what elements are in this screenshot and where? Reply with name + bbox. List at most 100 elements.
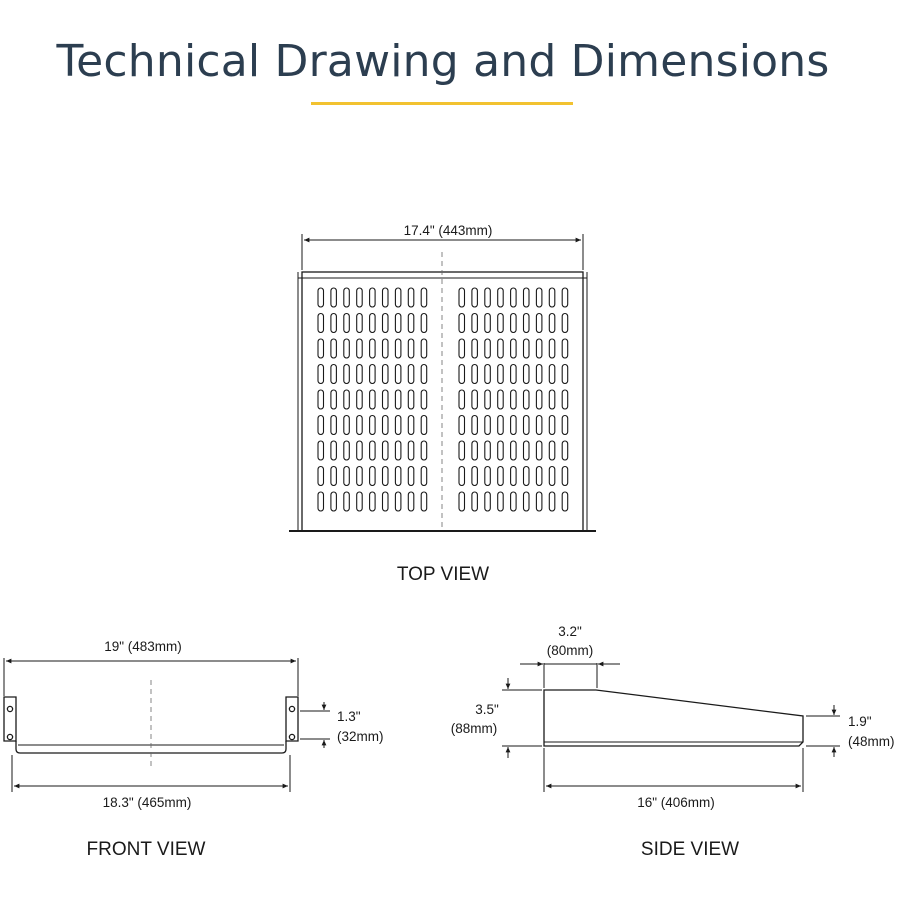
vent-slot xyxy=(497,363,504,385)
side-depth-label: 16" (406mm) xyxy=(637,795,715,810)
vent-slot xyxy=(394,440,402,461)
vent-slot xyxy=(394,338,402,359)
vent-slot xyxy=(548,389,556,410)
vent-slot xyxy=(561,287,569,308)
vent-slot xyxy=(381,389,389,410)
vent-slot xyxy=(497,491,504,512)
vent-slot xyxy=(381,465,389,487)
vent-slot xyxy=(356,338,363,359)
vent-slot xyxy=(343,440,350,461)
vent-slot xyxy=(548,414,556,436)
vent-slot xyxy=(407,465,415,487)
vent-slot xyxy=(484,363,491,385)
vent-slot xyxy=(510,440,517,461)
vent-slot xyxy=(471,338,478,359)
vent-slot xyxy=(510,312,517,334)
vent-slot xyxy=(356,491,363,512)
vent-slot xyxy=(522,312,530,334)
vent-slot xyxy=(381,414,389,436)
vent-slot xyxy=(317,465,325,487)
vent-slot xyxy=(381,312,389,334)
vent-slot xyxy=(356,312,363,334)
front-right-ear xyxy=(285,696,299,742)
front-right-ear-hole-top xyxy=(288,705,296,713)
vent-slot xyxy=(484,287,491,308)
vent-slot xyxy=(497,312,504,334)
vent-slot xyxy=(548,465,556,487)
vent-slot xyxy=(330,287,337,308)
vent-slot xyxy=(497,389,504,410)
vent-slot xyxy=(356,287,363,308)
vent-slot xyxy=(394,491,402,512)
vent-slot xyxy=(407,287,415,308)
vent-slot xyxy=(548,338,556,359)
front-left-ear-hole-top xyxy=(6,705,14,713)
vent-slot xyxy=(484,389,491,410)
vent-slot xyxy=(330,414,337,436)
vent-slot xyxy=(343,465,350,487)
vent-slot xyxy=(471,414,478,436)
vent-slot xyxy=(394,389,402,410)
side-view-label: SIDE VIEW xyxy=(641,839,739,860)
vent-slot xyxy=(420,389,428,410)
front-right-ear-hole-bottom xyxy=(288,733,296,741)
vent-slot xyxy=(369,440,376,461)
vent-slot xyxy=(471,363,478,385)
top-view xyxy=(289,234,596,532)
side-front-height-label-in: 3.5" xyxy=(475,702,499,717)
vent-slot xyxy=(330,363,337,385)
vent-slot xyxy=(317,338,325,359)
vent-slot xyxy=(522,363,530,385)
vent-slot xyxy=(317,491,325,512)
front-view-label: FRONT VIEW xyxy=(87,839,206,860)
vent-slot xyxy=(381,363,389,385)
vent-slot xyxy=(484,440,491,461)
vent-slot xyxy=(356,440,363,461)
vent-slot xyxy=(458,440,466,461)
vent-slot xyxy=(458,363,466,385)
vent-slot xyxy=(561,389,569,410)
vent-slot xyxy=(484,312,491,334)
side-view xyxy=(502,661,840,792)
vent-slot xyxy=(484,414,491,436)
vent-slot xyxy=(535,338,543,359)
vent-slot xyxy=(407,491,415,512)
vent-slot xyxy=(317,287,325,308)
vent-slot xyxy=(330,312,337,334)
vent-slot xyxy=(510,287,517,308)
vent-slot xyxy=(522,389,530,410)
vent-slot xyxy=(369,338,376,359)
vent-slot xyxy=(535,440,543,461)
vent-slot xyxy=(535,465,543,487)
vent-slot xyxy=(356,363,363,385)
vent-slot xyxy=(356,414,363,436)
vent-slot xyxy=(343,414,350,436)
vent-slot xyxy=(407,414,415,436)
side-top-flat-label-in: 3.2" xyxy=(558,624,582,639)
vent-slot xyxy=(484,338,491,359)
vent-slot xyxy=(471,491,478,512)
vent-slot xyxy=(561,491,569,512)
vent-slot xyxy=(407,338,415,359)
vent-slot xyxy=(420,440,428,461)
side-top-flat-label-mm: (80mm) xyxy=(547,643,594,658)
vent-slot xyxy=(471,312,478,334)
vent-slot xyxy=(510,491,517,512)
vent-slot xyxy=(561,414,569,436)
vent-slot xyxy=(535,312,543,334)
vent-slot xyxy=(369,363,376,385)
vent-slot xyxy=(535,414,543,436)
vent-slot xyxy=(369,465,376,487)
vent-slot xyxy=(420,465,428,487)
vent-slot xyxy=(356,465,363,487)
vent-slot xyxy=(497,287,504,308)
vent-slot xyxy=(561,312,569,334)
vent-slot xyxy=(343,338,350,359)
vent-slot xyxy=(471,287,478,308)
vent-slot xyxy=(407,312,415,334)
vent-slot xyxy=(510,363,517,385)
vent-slot xyxy=(535,287,543,308)
vent-slot xyxy=(381,440,389,461)
vent-slot xyxy=(458,312,466,334)
top-view-label: TOP VIEW xyxy=(397,564,489,585)
